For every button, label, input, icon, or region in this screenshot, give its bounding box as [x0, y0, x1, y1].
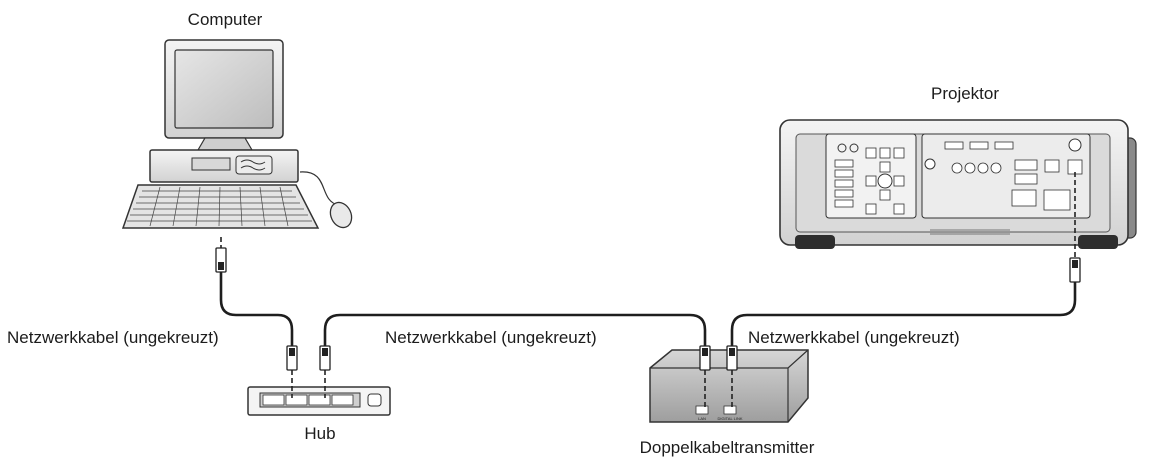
- hub-label: Hub: [304, 424, 336, 443]
- monitor-icon: [164, 39, 284, 151]
- rj45-plug-icon: [215, 247, 227, 273]
- rj45-plug-icon: [726, 345, 738, 371]
- rj45-plug-icon: [1069, 257, 1081, 283]
- rj45-plug-icon: [319, 345, 331, 371]
- transmitter-label: Doppelkabeltransmitter: [639, 438, 815, 457]
- cable-label-hub-transmitter: Netzwerkkabel (ungekreuzt): [385, 328, 597, 347]
- desktop-case-icon: [149, 149, 299, 183]
- transmitter-icon: LAN DIGITAL LINK: [649, 349, 809, 423]
- projector-icon: [779, 119, 1137, 249]
- digital-link-port-icon: [1067, 159, 1083, 175]
- keyboard-icon: [121, 184, 320, 229]
- cable-hub-transmitter: [323, 313, 707, 346]
- computer-label: Computer: [187, 10, 263, 29]
- cable-computer-hub: [219, 272, 294, 346]
- digital-link-port-label: DIGITAL LINK: [717, 416, 742, 421]
- hub-icon: [247, 386, 391, 416]
- cable-label-transmitter-projector: Netzwerkkabel (ungekreuzt): [748, 328, 960, 347]
- mouse-icon: [299, 171, 353, 229]
- cable-label-computer-hub: Netzwerkkabel (ungekreuzt): [7, 328, 219, 347]
- cable-transmitter-projector: [730, 282, 1077, 346]
- rj45-plug-icon: [286, 345, 298, 371]
- rj45-plug-icon: [699, 345, 711, 371]
- projector-label: Projektor: [930, 84, 1000, 103]
- lan-port-label: LAN: [698, 416, 706, 421]
- computer-icon: [121, 39, 353, 229]
